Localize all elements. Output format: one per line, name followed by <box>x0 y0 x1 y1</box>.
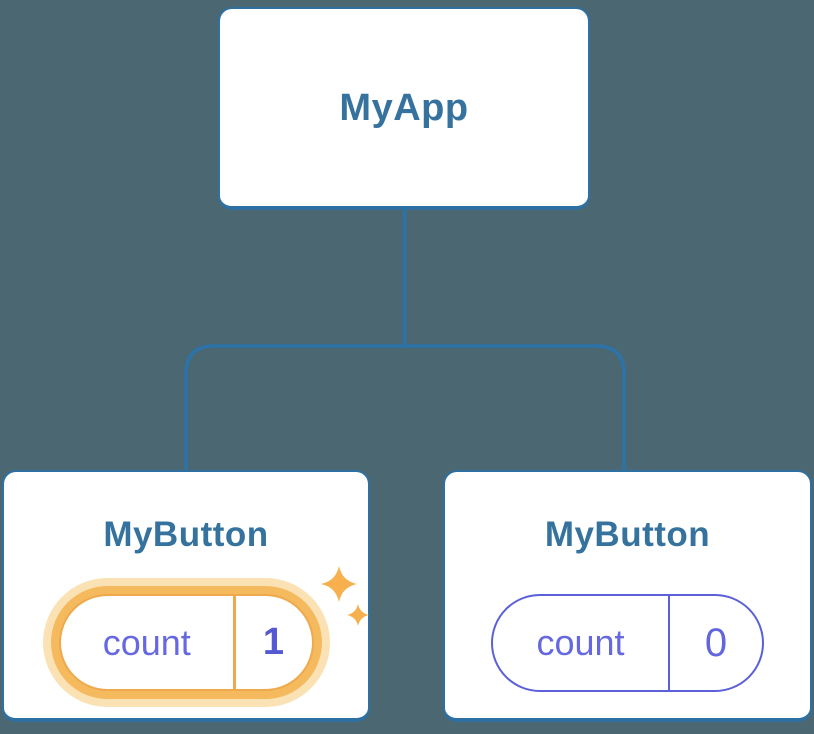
state-key-label: count <box>102 621 191 663</box>
state-value: 0 <box>704 620 728 665</box>
component-node-mybutton-idle: MyButton count 0 <box>443 470 812 722</box>
component-label: MyButton <box>103 515 269 554</box>
connector-branch <box>184 344 626 472</box>
component-label: MyButton <box>544 515 711 554</box>
component-label: MyApp <box>339 86 469 129</box>
state-key-label: count <box>536 622 625 663</box>
state-pill-highlighted: count 1 <box>58 566 369 691</box>
pill-divider <box>233 596 236 689</box>
state-pill: count 0 <box>491 594 764 692</box>
component-node-myapp: MyApp <box>218 7 590 210</box>
pill-divider <box>668 596 670 690</box>
sparkle-icon <box>346 604 369 626</box>
sparkle-icon <box>320 566 357 602</box>
state-value: 1 <box>262 621 285 663</box>
component-node-mybutton-active: MyButton count 1 <box>2 470 370 722</box>
